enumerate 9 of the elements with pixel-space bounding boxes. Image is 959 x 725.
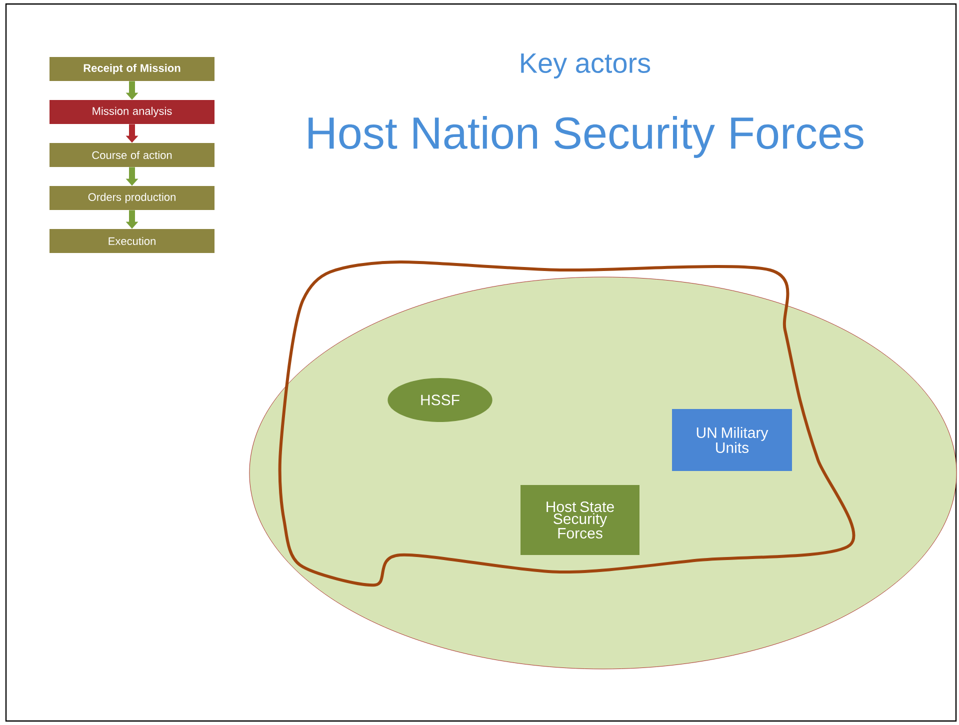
area-ellipse [249, 276, 957, 670]
step-box: Course of action [50, 143, 214, 167]
step-box: Mission analysis [50, 100, 214, 124]
subtitle: Key actors [521, 53, 650, 79]
step-box: Execution [50, 229, 214, 253]
title: Host Nation Security Forces [308, 116, 864, 158]
step-box: Orders production [50, 186, 214, 210]
freehand-outline [278, 260, 856, 587]
step-box: Receipt of Mission [50, 57, 214, 81]
